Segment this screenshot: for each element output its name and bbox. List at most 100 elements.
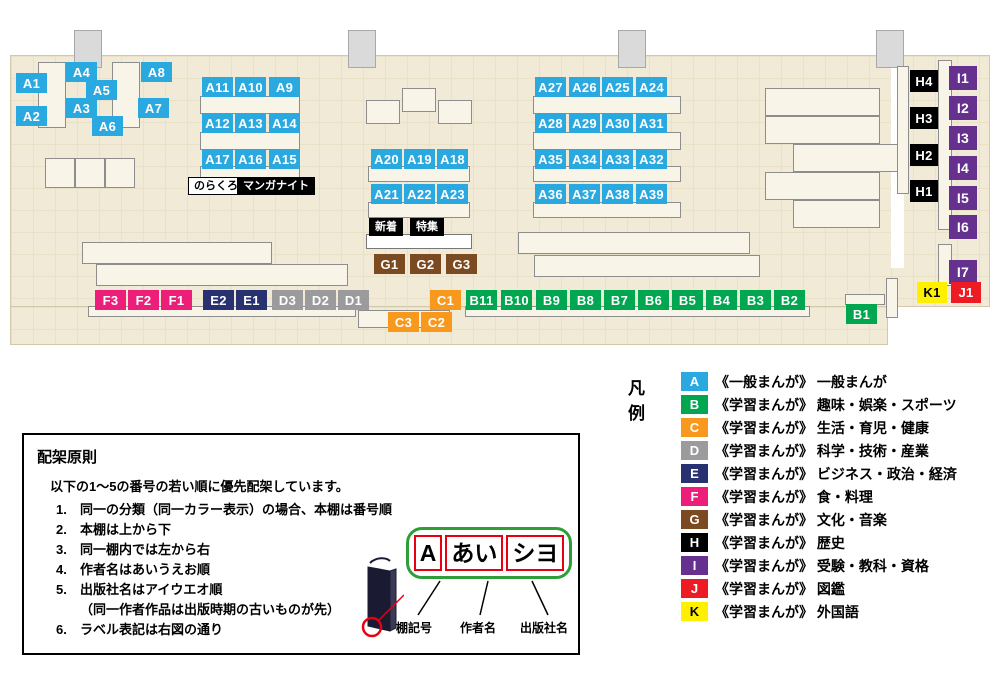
principle-item-2: 2.本棚は上から下 xyxy=(56,520,578,540)
shelf-block xyxy=(368,202,470,218)
shelf-label-H1: H1 xyxy=(910,180,938,202)
shelf-label-A31: A31 xyxy=(636,113,667,133)
legend-swatch-E: E xyxy=(681,464,708,483)
shelf-label-A36: A36 xyxy=(535,184,566,204)
shelf-label-A9: A9 xyxy=(269,77,300,97)
shelf-label-A15: A15 xyxy=(269,149,300,169)
shelf-label-C2: C2 xyxy=(421,312,452,332)
shelf-label-A33: A33 xyxy=(602,149,633,169)
principles-title: 配架原則 xyxy=(37,449,98,466)
shelf-label-B2: B2 xyxy=(774,290,805,310)
shelf-label-A1: A1 xyxy=(16,73,47,93)
principle-item-5: 5. 出版社名はアイウエオ順 xyxy=(56,580,578,600)
shelf-label-E1: E1 xyxy=(236,290,267,310)
pointer-lines xyxy=(417,580,549,616)
principle-text: 作者名はあいうえお順 xyxy=(80,562,211,577)
principle-text: 本棚は上から下 xyxy=(80,522,172,537)
shelf-block xyxy=(96,264,348,286)
shelf-label-E2: E2 xyxy=(203,290,234,310)
shelf-block xyxy=(366,100,400,124)
shelf-block xyxy=(897,66,909,194)
principle-number: 5. xyxy=(56,582,67,597)
legend-item-G: G《学習まんが》 文化・音楽 xyxy=(681,510,957,529)
shelf-label-A39: A39 xyxy=(636,184,667,204)
shelf-label-A35: A35 xyxy=(535,149,566,169)
shelf-label-C3: C3 xyxy=(388,312,419,332)
shelf-label-I6: I6 xyxy=(949,215,977,239)
map-sign: 特集 xyxy=(410,218,444,236)
shelf-label-I2: I2 xyxy=(949,96,977,120)
shelf-label-A5: A5 xyxy=(86,80,117,100)
shelf-label-A37: A37 xyxy=(569,184,600,204)
shelf-block xyxy=(438,100,472,124)
principle-item-3: 3. 同一棚内では左から右 xyxy=(56,540,578,560)
shelf-label-H4: H4 xyxy=(910,70,938,92)
example-shelf-code: A xyxy=(413,535,443,571)
legend-label: 《学習まんが》 ビジネス・政治・経済 xyxy=(715,465,957,482)
legend-item-H: H《学習まんが》 歴史 xyxy=(681,533,957,552)
shelf-label-B5: B5 xyxy=(672,290,703,310)
legend-title: 凡例 xyxy=(628,379,645,423)
principle-item-4: 4. 作者名はあいうえお順 xyxy=(56,560,578,580)
shelf-label-I4: I4 xyxy=(949,156,977,180)
shelf-label-A11: A11 xyxy=(202,77,233,97)
shelf-block xyxy=(366,234,472,249)
shelf-label-H2: H2 xyxy=(910,144,938,166)
principle-number: 4. xyxy=(56,562,67,577)
legend-item-A: A 《一般まんが》 一般まんが xyxy=(681,372,957,391)
shelf-block xyxy=(793,200,880,228)
caption-publisher: 出版社名 xyxy=(520,621,569,635)
principle-text: 同一の分類（同一カラー表示）の場合、本棚は番号順 xyxy=(80,502,393,517)
legend-label: 《一般まんが》 一般まんが xyxy=(715,373,887,390)
principle-text: 同一棚内では左から右 xyxy=(80,542,211,557)
shelf-label-I5: I5 xyxy=(949,186,977,210)
shelf-label-A21: A21 xyxy=(371,184,402,204)
legend-swatch-G: G xyxy=(681,510,708,529)
label-example-diagram: A あい シヨ 棚記号 作者名 出版社名 xyxy=(354,527,574,651)
shelf-label-A2: A2 xyxy=(16,106,47,126)
shelf-label-J1: J1 xyxy=(951,282,981,303)
shelf-block xyxy=(534,255,760,277)
legend-label: 《学習まんが》 生活・育児・健康 xyxy=(715,419,929,436)
shelf-label-A34: A34 xyxy=(569,149,600,169)
shelf-label-A4: A4 xyxy=(66,62,97,82)
legend-item-B: B《学習まんが》 趣味・娯楽・スポーツ xyxy=(681,395,957,414)
legend-item-F: F《学習まんが》 食・料理 xyxy=(681,487,957,506)
shelf-label-B6: B6 xyxy=(638,290,669,310)
legend-item-E: E 《学習まんが》 ビジネス・政治・経済 xyxy=(681,464,957,483)
legend-swatch-F: F xyxy=(681,487,708,506)
shelf-label-A13: A13 xyxy=(235,113,266,133)
shelf-label-A26: A26 xyxy=(569,77,600,97)
shelf-label-G3: G3 xyxy=(446,254,477,274)
shelf-label-A12: A12 xyxy=(202,113,233,133)
principle-item-1: 1.同一の分類（同一カラー表示）の場合、本棚は番号順 xyxy=(56,500,578,520)
shelf-label-F2: F2 xyxy=(128,290,159,310)
shelf-block xyxy=(75,158,105,188)
principle-text: 出版社名はアイウエオ順 xyxy=(80,582,223,597)
shelf-label-C1: C1 xyxy=(430,290,461,310)
example-publisher: シヨ xyxy=(506,535,565,571)
legend-swatch-H: H xyxy=(681,533,708,552)
caption-shelf-code: 棚記号 xyxy=(396,621,433,635)
shelf-label-A27: A27 xyxy=(535,77,566,97)
shelf-label-A30: A30 xyxy=(602,113,633,133)
legend-item-K: K《学習まんが》 外国語 xyxy=(681,602,957,621)
pillar xyxy=(876,30,904,68)
principle-subtext: （同一作者作品は出版時期の古いものが先） xyxy=(80,602,341,617)
legend-item-I: I《学習まんが》 受験・教科・資格 xyxy=(681,556,957,575)
legend-swatch-I: I xyxy=(681,556,708,575)
shelf-label-A38: A38 xyxy=(602,184,633,204)
shelf-label-G1: G1 xyxy=(374,254,405,274)
shelf-label-F3: F3 xyxy=(95,290,126,310)
principle-text: ラベル表記は右図の通り xyxy=(80,622,224,637)
shelf-block xyxy=(765,172,880,200)
shelf-block xyxy=(45,158,75,188)
shelf-label-B1: B1 xyxy=(846,304,877,324)
legend-item-C: C《学習まんが》 生活・育児・健康 xyxy=(681,418,957,437)
example-author: あい xyxy=(445,535,504,571)
shelf-label-A7: A7 xyxy=(138,98,169,118)
legend-swatch-A: A xyxy=(681,372,708,391)
principle-number: 3. xyxy=(56,542,67,557)
shelf-label-A25: A25 xyxy=(602,77,633,97)
